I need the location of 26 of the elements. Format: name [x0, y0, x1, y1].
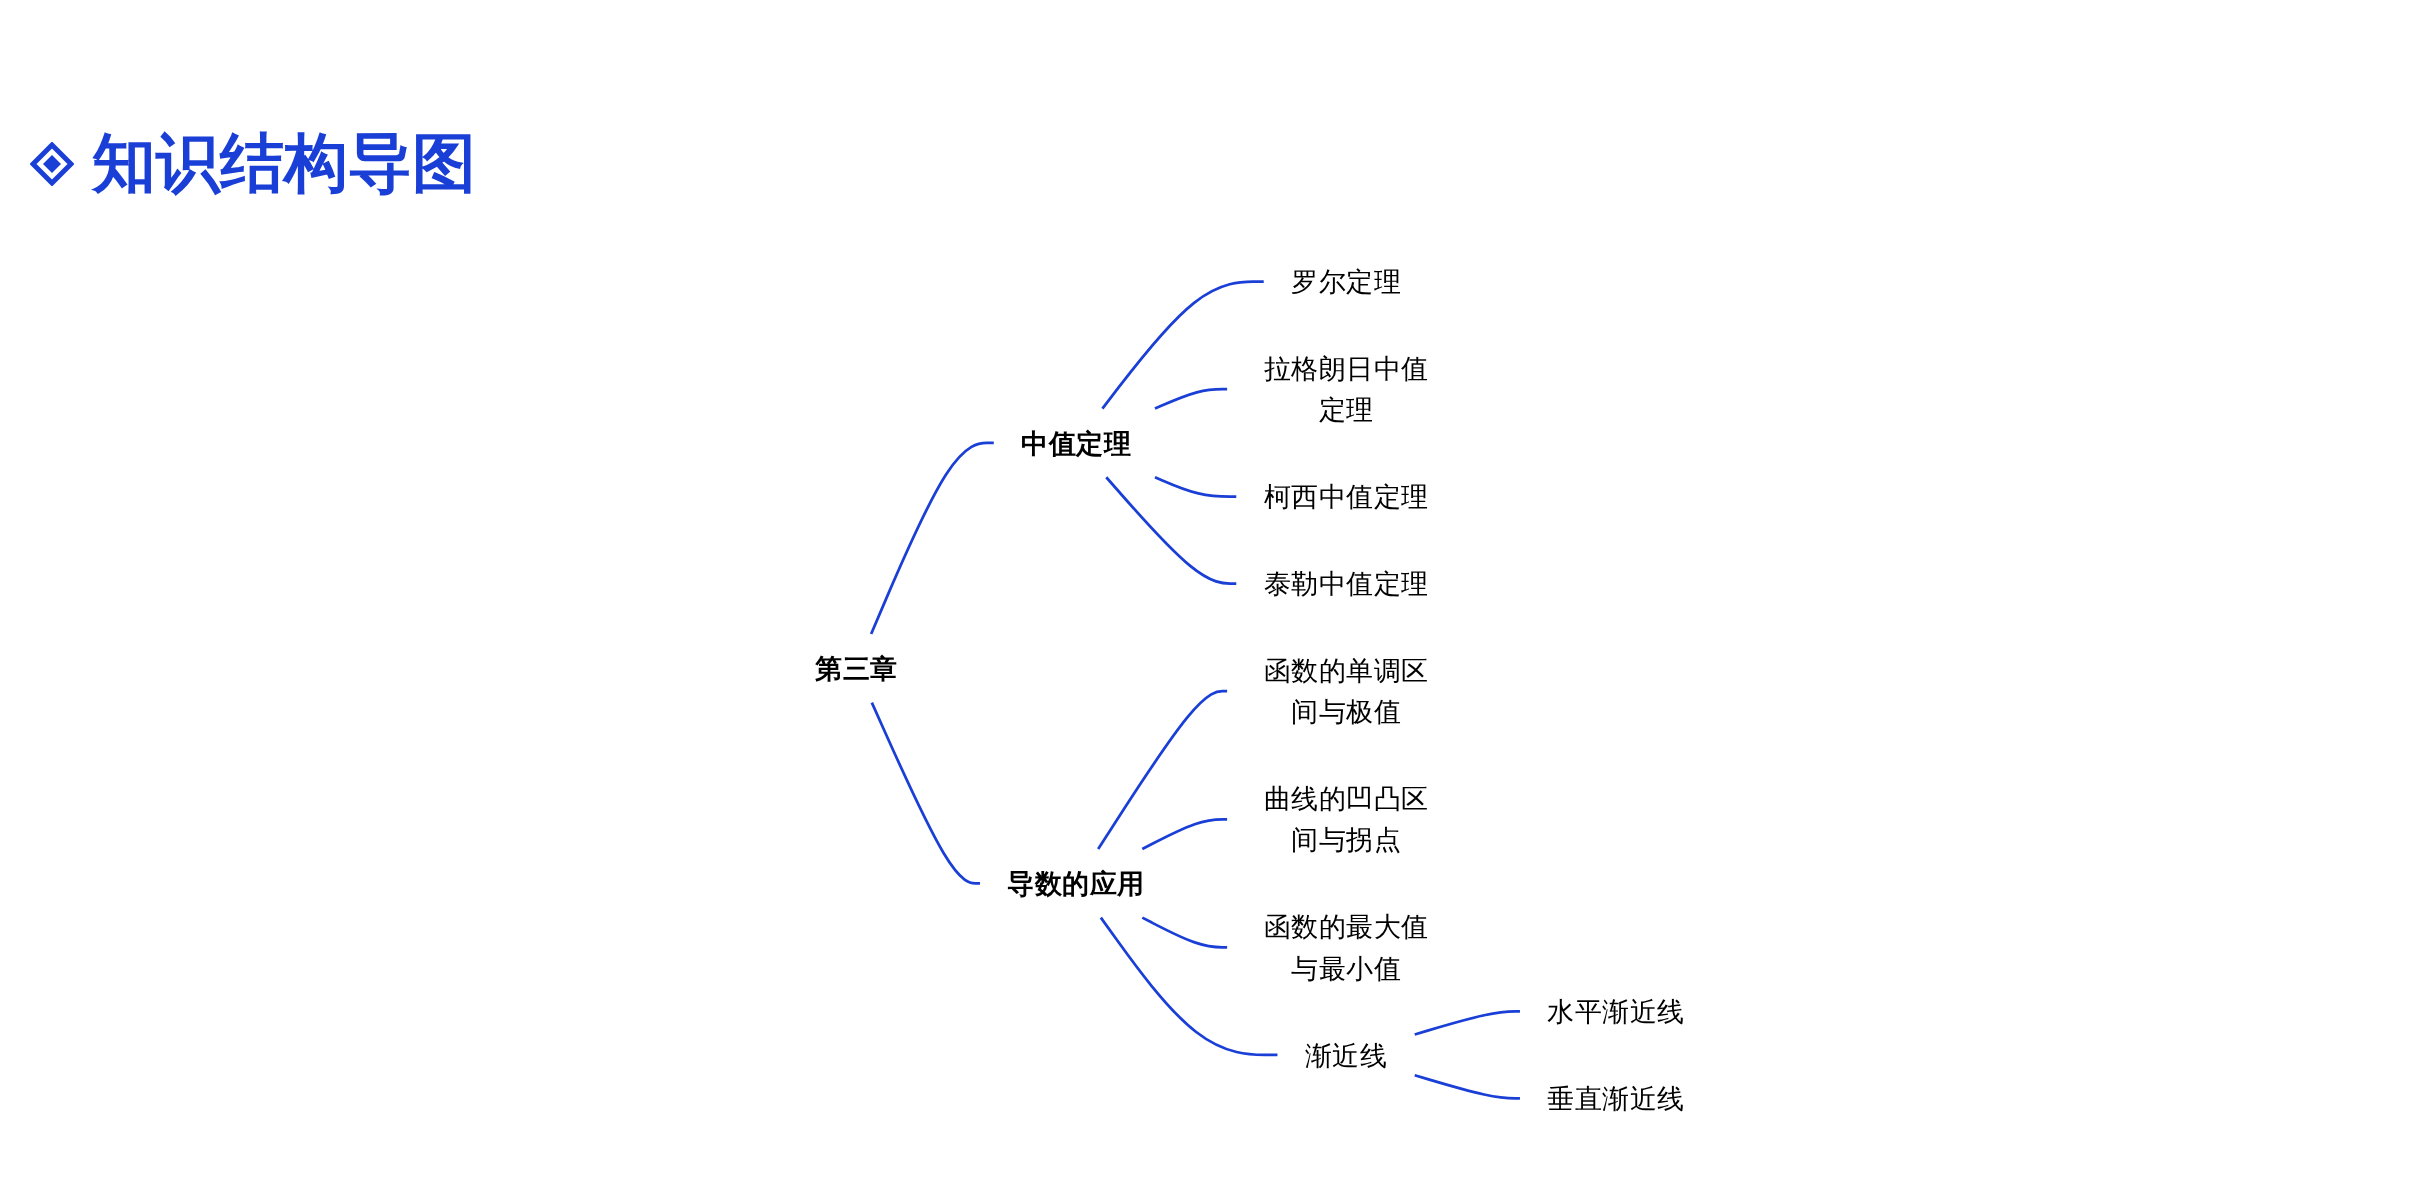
title: 知识结构导图 — [92, 125, 476, 202]
node-text: 罗尔定理 — [1291, 265, 1401, 298]
connector — [1141, 817, 1228, 851]
node-text: 曲线的凹凸区间与拐点 — [1263, 782, 1429, 856]
node-text: 中值定理 — [1021, 426, 1132, 459]
node-text: 拉格朗日中值定理 — [1263, 352, 1429, 426]
node-text: 函数的单调区间与极值 — [1263, 654, 1429, 728]
connector — [1141, 916, 1228, 949]
connector — [1105, 476, 1237, 585]
node-text: 渐近线 — [1304, 1038, 1388, 1071]
connector — [869, 441, 994, 635]
connector — [870, 702, 981, 885]
connector — [1414, 1010, 1520, 1036]
connector — [1154, 387, 1228, 410]
node-text: 水平渐近线 — [1547, 995, 1685, 1028]
connector — [1101, 280, 1264, 410]
node-text: 导数的应用 — [1007, 867, 1145, 900]
node-text: 垂直渐近线 — [1547, 1082, 1685, 1115]
node-text: 第三章 — [815, 652, 898, 685]
node-text: 泰勒中值定理 — [1263, 567, 1429, 600]
connector — [1097, 689, 1228, 850]
connector — [1414, 1073, 1520, 1100]
connector — [1099, 916, 1278, 1057]
connector — [1154, 475, 1237, 499]
node-text: 函数的最大值与最小值 — [1263, 910, 1429, 984]
node-text: 柯西中值定理 — [1263, 480, 1429, 513]
